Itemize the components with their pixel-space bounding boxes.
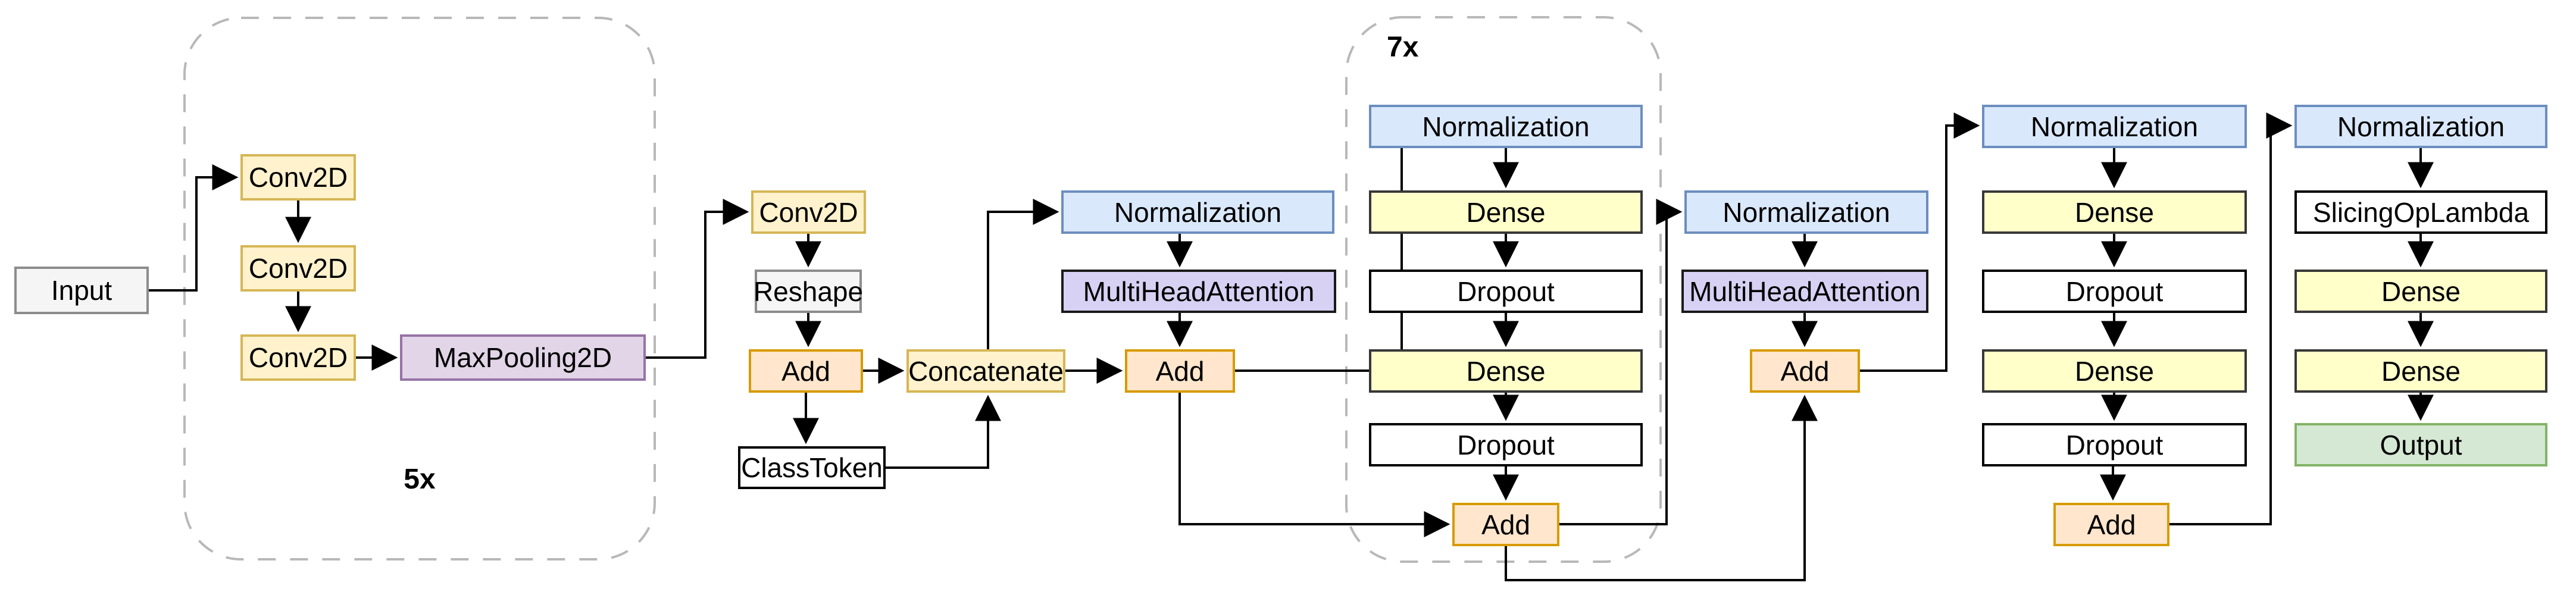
edge-add4-norm4 — [1860, 112, 1980, 372]
group-7x-box — [1345, 16, 1662, 563]
node-add-3: Add — [1452, 503, 1559, 546]
group-5x-box — [183, 17, 656, 560]
node-dense-5: Dense — [2294, 270, 2547, 313]
edge-add3-add4-residual — [1505, 394, 1818, 581]
node-conv2d-4: Conv2D — [751, 190, 866, 234]
node-dropout-2: Dropout — [1369, 423, 1643, 466]
node-multiheadattention-1: MultiHeadAttention — [1061, 270, 1336, 313]
node-input: Input — [14, 267, 149, 314]
node-conv2d-3: Conv2D — [240, 334, 356, 381]
node-concatenate: Concatenate — [906, 349, 1065, 393]
node-conv2d-1: Conv2D — [240, 154, 356, 201]
node-add-2: Add — [1125, 349, 1235, 393]
edge-add3-norm3 — [1559, 199, 1683, 525]
edge-concat-norm1 — [987, 199, 1059, 349]
node-multiheadattention-2: MultiHeadAttention — [1681, 270, 1928, 313]
group-5x-label: 5x — [404, 464, 436, 495]
edge-add5-norm5 — [2169, 112, 2293, 525]
node-reshape: Reshape — [754, 270, 863, 313]
node-dropout-3: Dropout — [1982, 270, 2247, 313]
edge-input-conv1 — [149, 164, 239, 292]
node-dense-3: Dense — [1982, 190, 2247, 234]
node-add-5: Add — [2053, 503, 2169, 546]
edge-classtoken-concat — [886, 394, 1001, 469]
node-output: Output — [2294, 423, 2547, 466]
node-normalization-4: Normalization — [1982, 105, 2247, 148]
node-dense-6: Dense — [2294, 349, 2547, 393]
group-7x-label: 7x — [1387, 32, 1419, 63]
node-conv2d-2: Conv2D — [240, 245, 356, 292]
node-classtoken: ClassToken — [738, 446, 886, 489]
node-dense-1: Dense — [1369, 190, 1643, 234]
node-normalization-5: Normalization — [2294, 105, 2547, 148]
edge-maxpool-conv4 — [646, 199, 749, 359]
node-normalization-1: Normalization — [1061, 190, 1334, 234]
node-slicingoplambda: SlicingOpLambda — [2294, 190, 2547, 234]
node-dense-4: Dense — [1982, 349, 2247, 393]
node-dropout-4: Dropout — [1982, 423, 2247, 466]
node-normalization-2: Normalization — [1369, 105, 1643, 148]
node-dropout-1: Dropout — [1369, 270, 1643, 313]
node-add-1: Add — [749, 349, 863, 393]
node-normalization-3: Normalization — [1684, 190, 1928, 234]
node-dense-2: Dense — [1369, 349, 1643, 393]
node-add-4: Add — [1750, 349, 1860, 393]
node-maxpooling2d: MaxPooling2D — [400, 334, 646, 381]
edge-add2-add3-residual — [1178, 393, 1450, 537]
